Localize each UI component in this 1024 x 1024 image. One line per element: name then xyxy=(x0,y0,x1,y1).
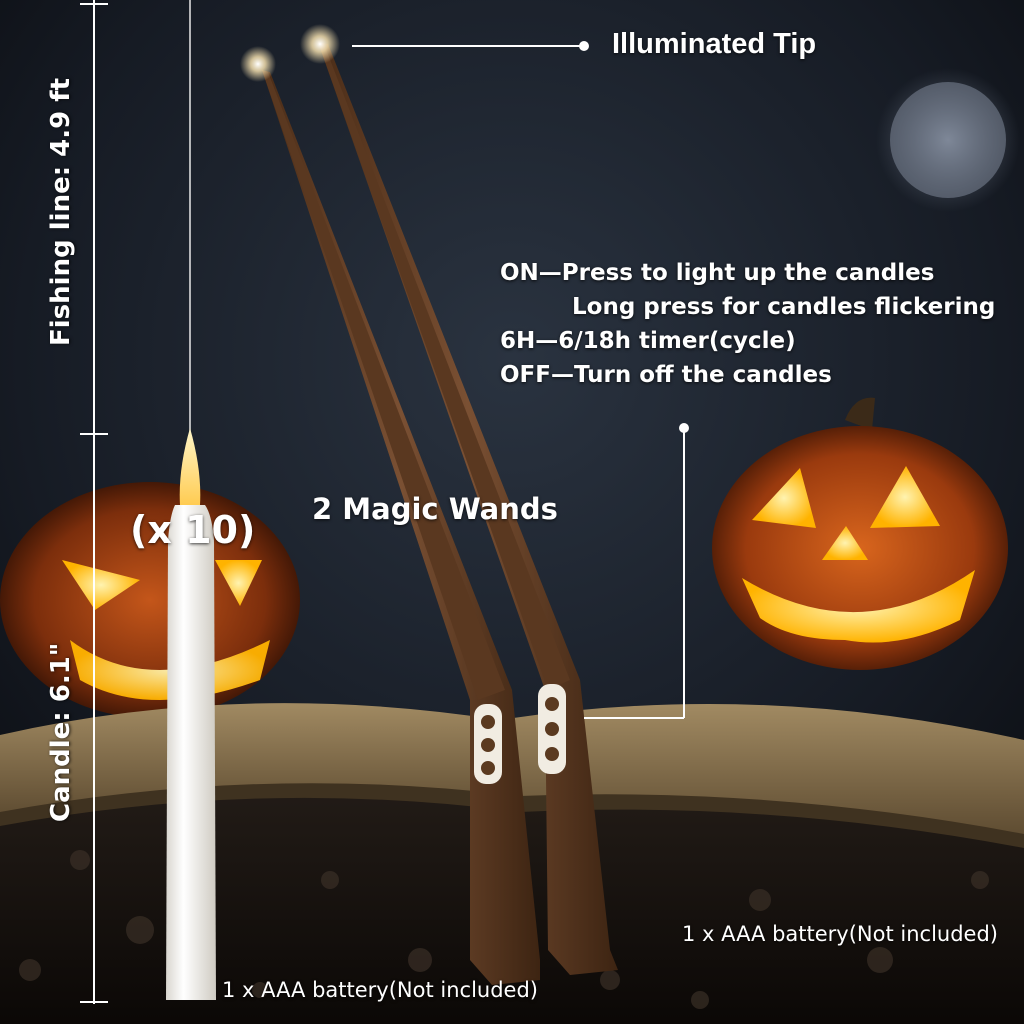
candle-size-label: Candle: 6.1" xyxy=(46,642,76,822)
illuminated-tip-right xyxy=(300,24,340,64)
dimension-line xyxy=(80,0,108,1004)
magic-wands-label: 2 Magic Wands xyxy=(312,492,558,526)
floating-candle xyxy=(166,428,216,1000)
instruction-off: OFF—Turn off the candles xyxy=(500,362,832,388)
wand-battery-note: 1 x AAA battery(Not included) xyxy=(682,922,998,946)
magic-wand-left xyxy=(240,46,540,985)
instruction-callout xyxy=(584,423,689,719)
button-instructions: ON—Press to light up the candles Long pr… xyxy=(500,256,995,392)
tip-callout xyxy=(352,41,589,51)
right-pumpkin xyxy=(712,397,1008,670)
illuminated-tip-left xyxy=(240,46,276,82)
instruction-on-long: Long press for candles flickering xyxy=(572,294,996,320)
instruction-on: ON—Press to light up the candles xyxy=(500,260,935,286)
instruction-timer: 6H—6/18h timer(cycle) xyxy=(500,328,796,354)
candle-quantity-label: (x 10) xyxy=(130,508,256,552)
magic-wand-right xyxy=(300,24,618,975)
fishing-line-length-label: Fishing line: 4.9 ft xyxy=(46,77,76,346)
illuminated-tip-label: Illuminated Tip xyxy=(612,28,817,60)
candle-battery-note: 1 x AAA battery(Not included) xyxy=(222,978,538,1002)
